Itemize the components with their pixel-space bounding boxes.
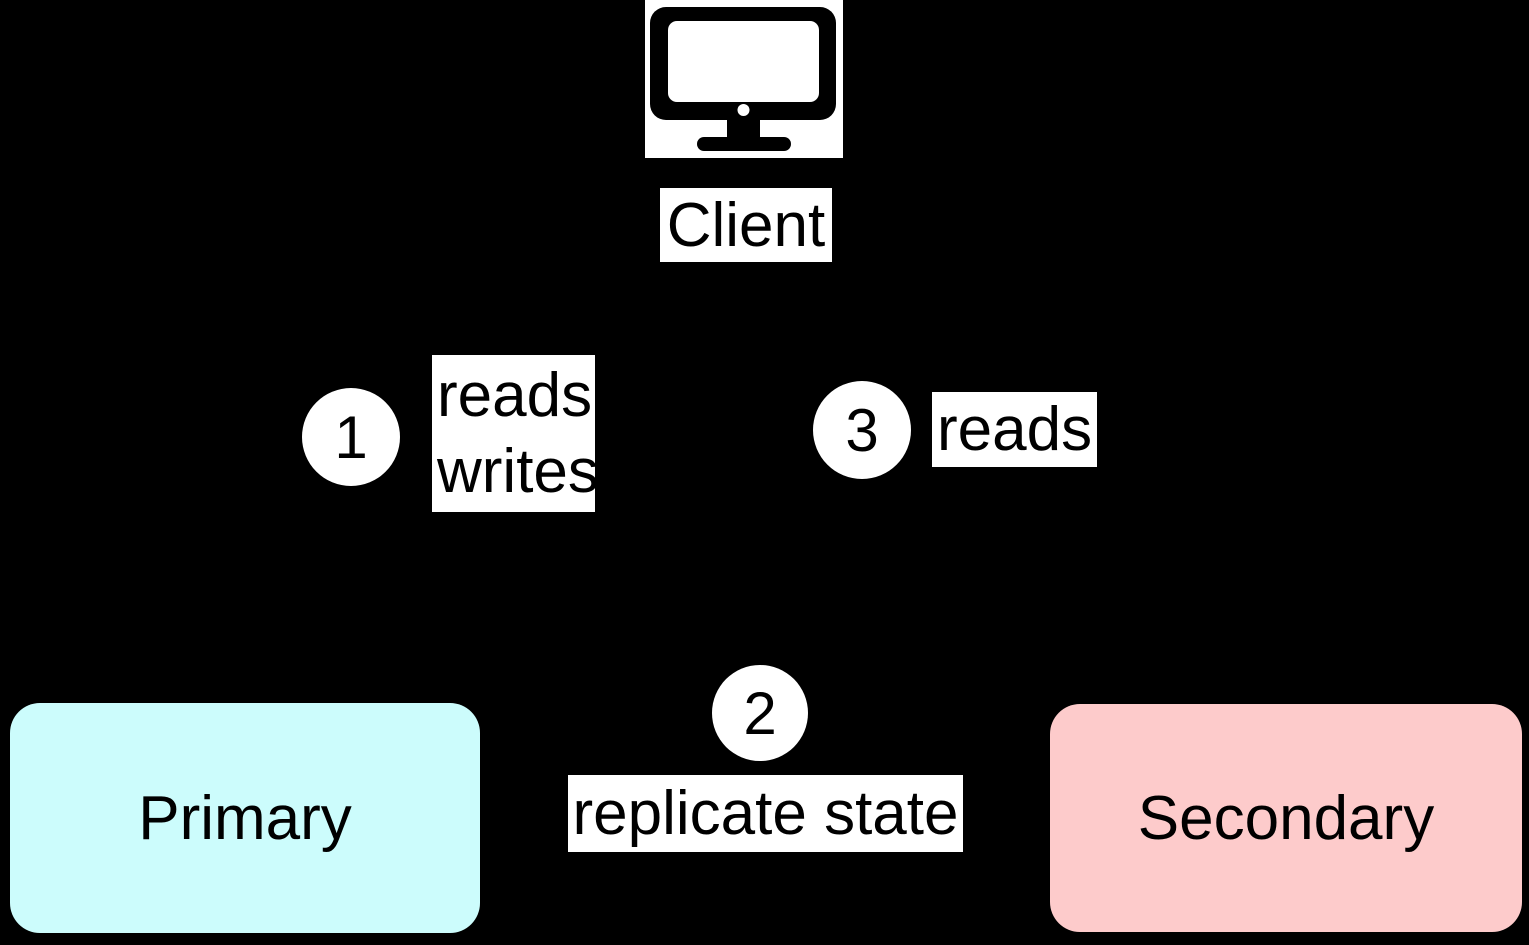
step-2-label: replicate state — [568, 775, 963, 852]
step-3-label: reads — [932, 392, 1097, 467]
step-1-badge: 1 — [302, 388, 400, 486]
primary-node: Primary — [10, 703, 480, 933]
client-label: Client — [660, 188, 832, 262]
step-3-badge: 3 — [813, 381, 911, 479]
step-1-label-line-2: writes — [437, 436, 599, 506]
secondary-node: Secondary — [1050, 704, 1522, 932]
monitor-icon — [650, 7, 836, 151]
step-1-label-line-1: reads — [437, 360, 593, 430]
step-2-badge: 2 — [712, 665, 808, 761]
step-1-label: reads writes — [432, 355, 599, 512]
client-monitor-icon — [645, 0, 843, 158]
